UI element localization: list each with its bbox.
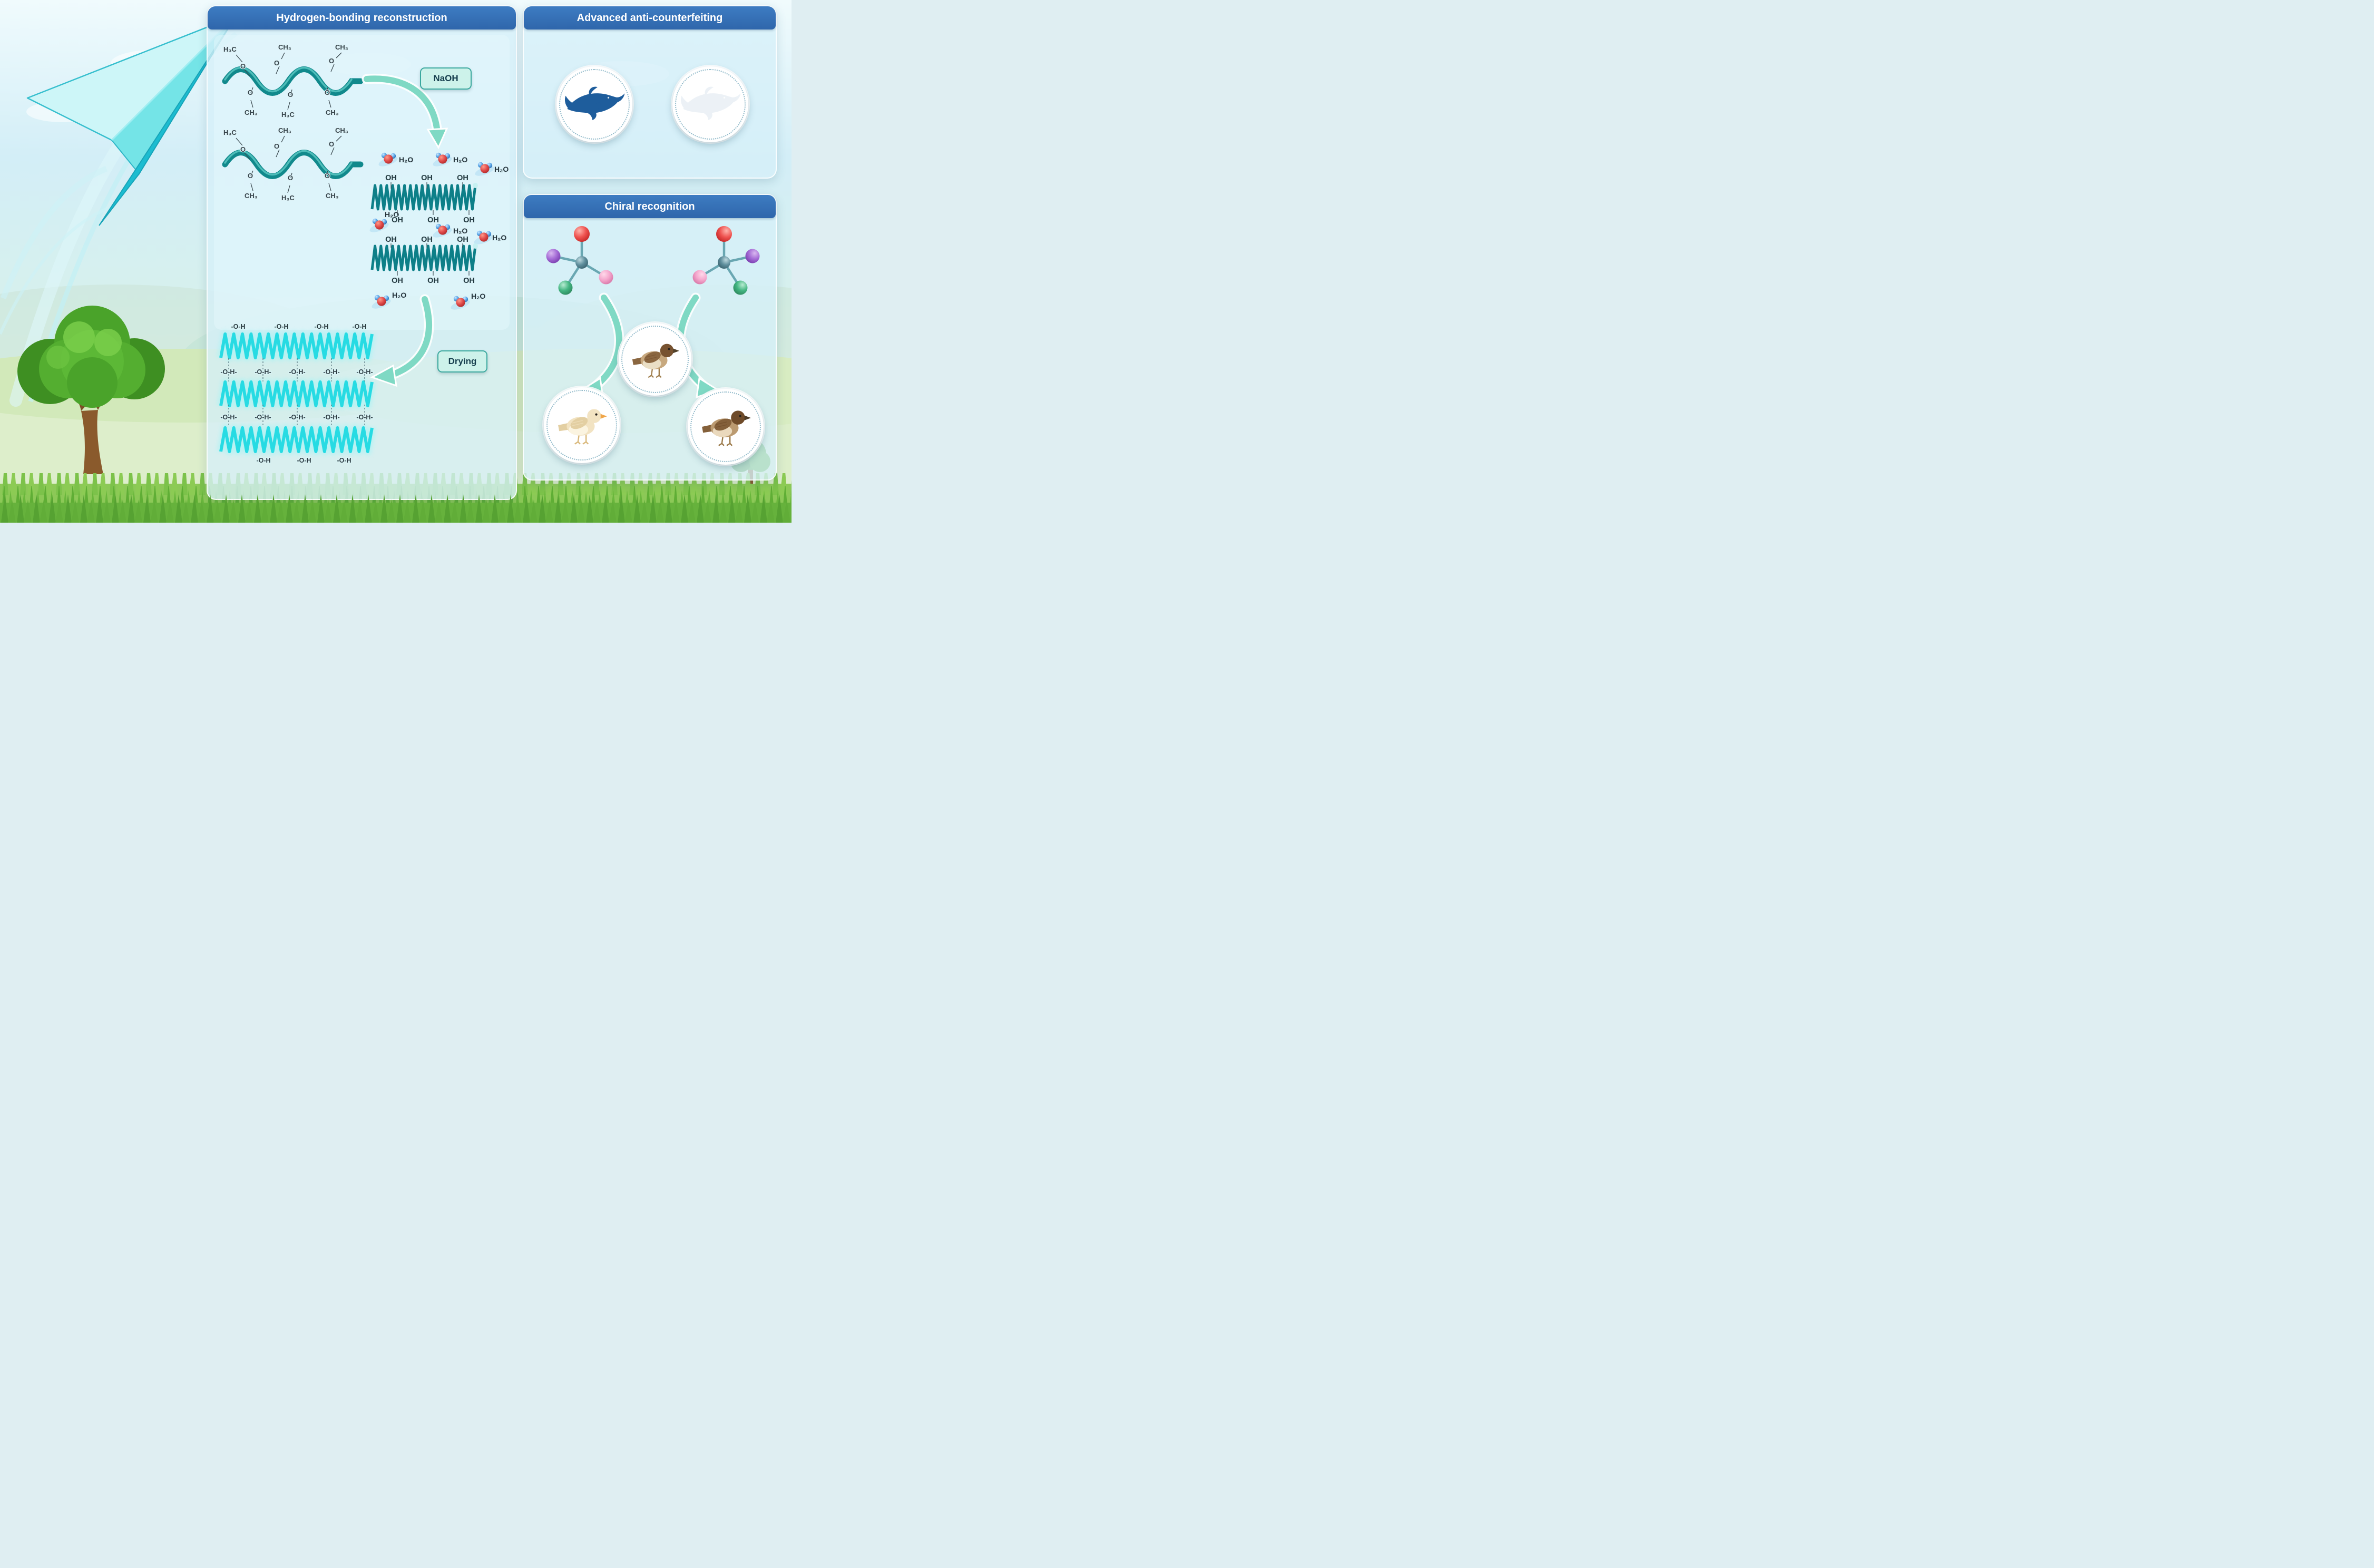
oh-bond-label: -O-H (297, 457, 311, 464)
scene: Hydrogen-bonding reconstruction (0, 0, 792, 523)
glow-coil-row (221, 382, 372, 406)
tree (17, 306, 165, 474)
panel-hbond-title: Hydrogen-bonding reconstruction (208, 6, 516, 30)
oh-bond-label: -O-H- (356, 368, 373, 376)
sparrow-icon (631, 343, 680, 378)
naoh-badge: NaOH (420, 67, 472, 90)
glow-coil-row (221, 334, 372, 358)
dolphin-circle-visible (556, 66, 632, 142)
oh-bond-label: -O-H- (356, 414, 373, 421)
dolphin-faint-icon (680, 86, 741, 121)
panel-anti-title: Advanced anti-counterfeiting (524, 6, 776, 30)
front-grass (0, 492, 792, 523)
oh-bond-label: -O-H- (289, 368, 305, 376)
oh-bond-label: -O-H- (323, 414, 339, 421)
chiral-molecule-left (546, 226, 613, 295)
drying-badge: Drying (437, 350, 487, 373)
oh-bond-label: -O-H- (220, 368, 237, 376)
hbonded-network: -O-H -O-H -O-H -O-H -O-H- -O-H- -O-H- -O… (220, 322, 373, 465)
panel-chiral: Chiral recognition (523, 194, 777, 481)
panel-anti-counterfeiting: Advanced anti-counterfeiting (523, 5, 777, 179)
oh-bond-label: -O-H- (255, 368, 271, 376)
pale-bird-icon (557, 408, 608, 445)
oh-bond-label: -O-H- (289, 414, 305, 421)
sparrow-icon (701, 410, 752, 446)
oh-bond-label: -O-H (256, 457, 270, 464)
panel-chiral-title: Chiral recognition (524, 195, 776, 218)
oh-bond-label: -O-H- (255, 414, 271, 421)
paper-airplane-icon (0, 15, 241, 407)
glow-coil-row (221, 428, 372, 452)
bird-circle-left (544, 387, 620, 463)
dolphin-circle-hidden (672, 66, 748, 142)
chiral-molecule-right (693, 226, 760, 295)
bird-circle-right (688, 389, 764, 465)
hydrogen-bond-dashes (228, 358, 365, 427)
oh-bond-label: -O-H (337, 457, 351, 464)
bird-circle-center (619, 323, 691, 396)
oh-bond-label: -O-H- (323, 368, 339, 376)
panel-hbond: Hydrogen-bonding reconstruction (207, 5, 517, 500)
chiral-arrow-left (580, 292, 624, 399)
oh-bond-label: -O-H- (220, 414, 237, 421)
dolphin-icon (564, 86, 625, 121)
